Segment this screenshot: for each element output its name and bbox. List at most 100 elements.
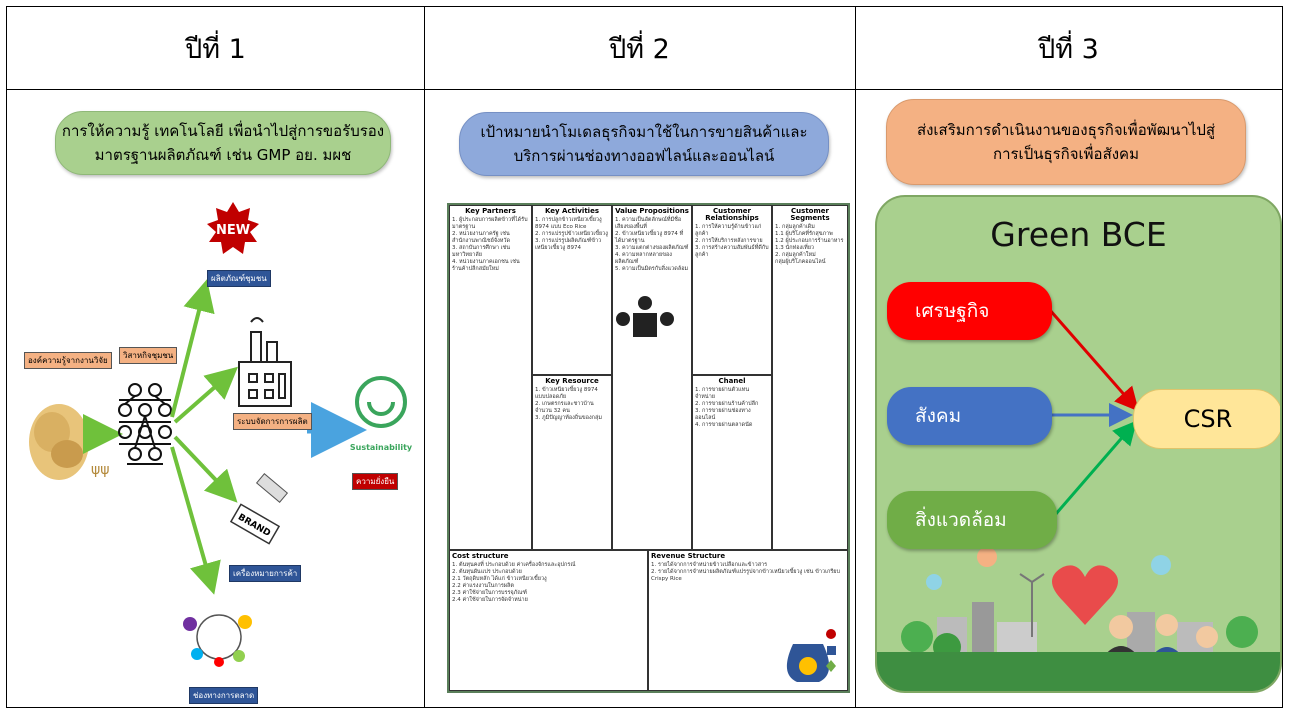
bmc-cost-structure-title: Cost structure xyxy=(452,552,509,560)
bmc-text: 2. รายได้จากการจำหน่ายผลิตภัณฑ์แปรรูปจาก… xyxy=(651,569,840,582)
bce-arrows xyxy=(877,308,1280,691)
bmc-text: กลุ่มผู้บริโภคออนไลน์ xyxy=(775,259,826,265)
bmc-text: 2.4 ค่าใช้จ่ายในการจัดจำหน่าย xyxy=(452,597,528,603)
bmc-text: 4. หน่วยงานภาคเอกชน เช่น ร้านค้าปลีกสมัย… xyxy=(452,259,520,272)
year2-header: ปีที่ 2 xyxy=(424,7,855,90)
bmc-text: 2.3 ค่าใช้จ่ายในการบรรจุภัณฑ์ xyxy=(452,590,527,596)
sustainability-label: Sustainability xyxy=(350,443,413,452)
rice-pile-image: ψψ xyxy=(29,404,109,480)
year1-goal-pill: การให้ความรู้ เทคโนโลยี เพื่อนำไปสู่การข… xyxy=(55,111,391,175)
bmc-text: 3. การสร้างความสัมพันธ์ที่ดีกับลูกค้า xyxy=(695,245,769,258)
new-product-label: ผลิตภัณฑ์ชุมชน xyxy=(207,270,271,287)
community-city-illustration xyxy=(877,547,1280,691)
bmc-text: 2. หน่วยงานภาครัฐ เช่น สำนักงานพาณิชย์จั… xyxy=(452,231,511,244)
bmc-text: 3. ภูมิปัญญาท้องถิ่นของกลุ่ม xyxy=(535,415,602,421)
marketing-label: ช่องทางการตลาด xyxy=(189,687,259,704)
bmc-text: 1. กลุ่มลูกค้าเดิม xyxy=(775,224,815,230)
bmc-text: 2. ข้าวเหนียวเขี้ยวงู 8974 ที่ได้มาตรฐาน xyxy=(615,231,684,244)
csr-node: CSR xyxy=(1133,389,1280,449)
bmc-text: 3. การขายผ่านช่องทางออนไลน์ xyxy=(695,408,751,421)
year3-header: ปีที่ 3 xyxy=(855,7,1282,90)
factory-icon xyxy=(238,317,292,407)
bmc-customer-segments: Customer Segments 1. กลุ่มลูกค้าเดิม 1.1… xyxy=(772,205,848,550)
bmc-text: 3. สถาบันการศึกษา เช่น มหาวิทยาลัย xyxy=(452,245,511,258)
trademark-label: เครื่องหมายการค้า xyxy=(229,565,302,582)
bmc-key-partners: Key Partners 1. ผู้ประกอบการผลิตข้าวที่ไ… xyxy=(449,205,532,550)
bmc-customer-segments-title: Customer Segments xyxy=(790,207,830,222)
year2-column: ปีที่ 2 เป้าหมายนำโมเดลธุรกิจมาใช้ในการข… xyxy=(424,7,856,707)
bmc-text: 1. ความเป็นอัตลักษณ์ที่มีชื่อเสียงของพื้… xyxy=(615,217,682,230)
production-label: ระบบจัดการการผลิต xyxy=(233,413,312,430)
bmc-text: 2. การขายผ่านร้านค้าปลีก xyxy=(695,401,759,407)
year-table: ปีที่ 1 การให้ความรู้ เทคโนโลยี เพื่อนำไ… xyxy=(6,6,1283,708)
bmc-text: 2. การแปรรูปข้าวเหนียวเขี้ยวงู xyxy=(535,231,608,237)
green-bce-title: Green BCE xyxy=(990,215,1167,254)
bmc-text: 3. การแปรรูปผลิตภัณฑ์ข้าวเหนียวเขี้ยวงู … xyxy=(535,238,602,251)
year1-column: ปีที่ 1 การให้ความรู้ เทคโนโลยี เพื่อนำไ… xyxy=(7,7,425,707)
environment-to-csr-arrow xyxy=(1053,420,1137,516)
bmc-text: 1.2 ผู้ประกอบการร้านอาหาร xyxy=(775,238,844,244)
economy-node: เศรษฐกิจ xyxy=(887,282,1052,340)
bmc-text: 1. รายได้จากการจำหน่ายข้าวเปลือกและข้าวส… xyxy=(651,562,768,568)
bmc-text: 2.2 ค่าแรงงานในการผลิต xyxy=(452,583,514,589)
bmc-text: 1. การปลูกข้าวเหนียวเขี้ยวงู 8974 แบบ Ec… xyxy=(535,217,602,230)
bmc-text: 1.1 ผู้บริโภคที่รักสุขภาพ xyxy=(775,231,833,237)
bmc-text: 4. ความหลากหลายของผลิตภัณฑ์ xyxy=(615,252,672,265)
year3-goal-line2: การเป็นธุรกิจเพื่อสังคม xyxy=(993,145,1139,163)
knowledge-label: องค์ความรู้จากงานวิจัย xyxy=(24,352,112,369)
bmc-text: 1. ต้นทุนคงที่ ประกอบด้วย ค่าเครื่องจักร… xyxy=(452,562,576,568)
bmc-channel: Chanel 1. การขายผ่านตัวแทนจำหน่าย 2. การ… xyxy=(692,375,772,550)
community-label: วิสาหกิจชุมชน xyxy=(119,347,178,364)
year3-goal-pill: ส่งเสริมการดำเนินงานของธุรกิจเพื่อพัฒนาไ… xyxy=(886,99,1246,185)
bmc-channel-title: Chanel xyxy=(718,377,746,385)
year1-goal-line1: การให้ความรู้ เทคโนโลยี เพื่อนำไปสู่การข… xyxy=(61,122,385,140)
bmc-text: 2. กลุ่มลูกค้าใหม่ xyxy=(775,252,816,258)
brand-tag-icon: BRAND xyxy=(229,473,289,545)
year1-goal-line2: มาตรฐานผลิตภัณฑ์ เช่น GMP อย. มผช xyxy=(94,146,352,164)
bmc-customer-relationships-title: Customer Relationships xyxy=(705,207,759,222)
money-bag-icon xyxy=(786,629,836,682)
marketing-channels-icon xyxy=(183,614,252,667)
business-model-canvas: Key Partners 1. ผู้ประกอบการผลิตข้าวที่ไ… xyxy=(447,203,850,693)
bmc-revenue-structure-title: Revenue Structure xyxy=(651,552,726,560)
bmc-text: 4. การขายผ่านตลาดนัด xyxy=(695,422,753,428)
bmc-text: 2. การให้บริการหลังการขาย xyxy=(695,238,763,244)
new-badge-text: NEW xyxy=(216,223,250,238)
svg-text:ψψ: ψψ xyxy=(91,462,109,478)
sustainability-icon: Sustainability xyxy=(350,376,413,452)
new-product-badge-icon: NEW xyxy=(207,202,259,254)
economy-to-csr-arrow xyxy=(1047,308,1139,412)
bmc-value-propositions-title: Value Propositions xyxy=(615,207,689,215)
bmc-cost-structure: Cost structure 1. ต้นทุนคงที่ ประกอบด้วย… xyxy=(449,550,648,691)
bmc-text: 1. การให้ความรู้ด้านข้าวแก่ลูกค้า xyxy=(695,224,762,237)
environment-node: สิ่งแวดล้อม xyxy=(887,491,1057,549)
bmc-key-resource-title: Key Resource xyxy=(545,377,599,385)
year3-goal-line1: ส่งเสริมการดำเนินงานของธุรกิจเพื่อพัฒนาไ… xyxy=(916,121,1216,139)
bmc-text: 3. ความแตกต่างของผลิตภัณฑ์ xyxy=(615,245,689,251)
community-network-icon xyxy=(118,383,172,465)
bmc-key-partners-title: Key Partners xyxy=(465,207,516,215)
balance-person-icon xyxy=(616,296,674,337)
distribution-arrows xyxy=(170,279,239,595)
year1-flow-diagram: ψψ NEW xyxy=(29,202,413,667)
bmc-key-activities: Key Activities 1. การปลูกข้าวเหนียวเขี้ย… xyxy=(532,205,612,375)
bmc-revenue-structure: Revenue Structure 1. รายได้จากการจำหน่าย… xyxy=(648,550,848,691)
bmc-value-propositions: Value Propositions 1. ความเป็นอัตลักษณ์ท… xyxy=(612,205,692,550)
year2-goal-pill: เป้าหมายนำโมเดลธุรกิจมาใช้ในการขายสินค้า… xyxy=(459,112,829,176)
bmc-text: 1. การขายผ่านตัวแทนจำหน่าย xyxy=(695,387,750,400)
bmc-text: 2. ต้นทุนผันแปร ประกอบด้วย xyxy=(452,569,522,575)
year1-header: ปีที่ 1 xyxy=(7,7,424,90)
bmc-key-activities-title: Key Activities xyxy=(545,207,599,215)
year2-goal-line1: เป้าหมายนำโมเดลธุรกิจมาใช้ในการขายสินค้า… xyxy=(480,123,808,141)
bmc-text: 2.1 วัตถุดิบหลัก ได้แก่ ข้าวเหนียวเขี้ยว… xyxy=(452,576,547,582)
year3-column: ปีที่ 3 ส่งเสริมการดำเนินงานของธุรกิจเพื… xyxy=(855,7,1282,707)
bmc-text: 5. ความเป็นมิตรกับสิ่งแวดล้อม xyxy=(615,266,689,272)
green-bce-panel: Green BCE xyxy=(875,195,1282,693)
society-node: สังคม xyxy=(887,387,1052,445)
bmc-text: 1. ผู้ประกอบการผลิตข้าวที่ได้รับมาตรฐาน xyxy=(452,217,528,230)
bmc-key-resource: Key Resource 1. ข้าวเหนียวเขี้ยวงู 8974 … xyxy=(532,375,612,550)
bmc-text: 1. ข้าวเหนียวเขี้ยวงู 8974 แบบปลอดภัย xyxy=(535,387,598,400)
sustainability-sub-label: ความยั่งยืน xyxy=(352,473,399,490)
year2-goal-line2: บริการผ่านช่องทางออฟไลน์และออนไลน์ xyxy=(513,147,775,165)
bmc-customer-relationships: Customer Relationships 1. การให้ความรู้ด… xyxy=(692,205,772,375)
